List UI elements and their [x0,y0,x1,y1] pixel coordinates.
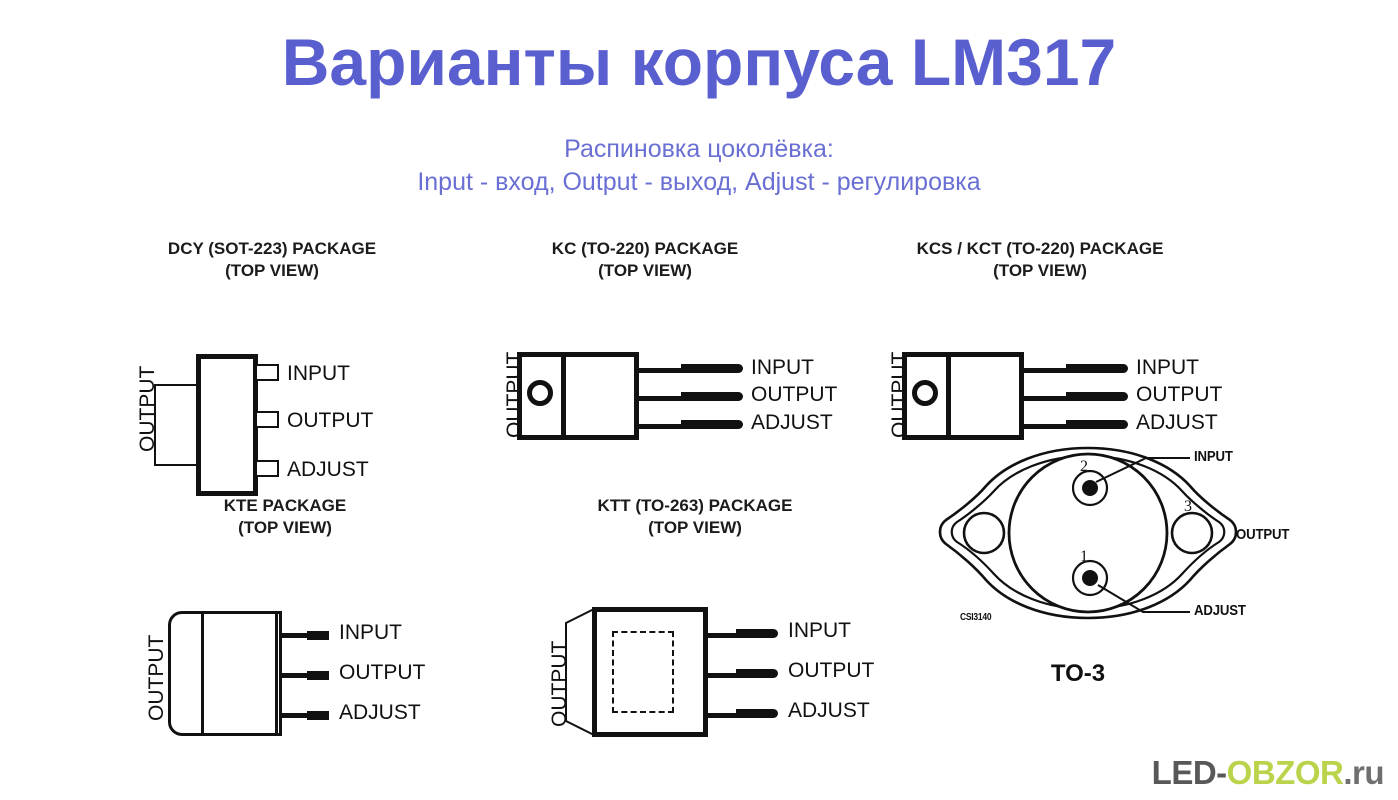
package-dcy-sot223: DCY (SOT-223) PACKAGE (TOP VIEW) OUTPUT … [92,238,452,496]
kcs-lead-2-inner [1024,395,1068,401]
to3-pin-3-number: 3 [1184,498,1192,515]
ktt-die-outline [612,630,674,713]
kcs-lead-1-inner [1024,367,1068,373]
kte-lead-2-outer [307,670,329,680]
kc-pin-1-label: INPUT [751,355,814,379]
kte-lead-1-outer [307,630,329,640]
to3-pin-1-number: 1 [1080,548,1088,565]
kc-pin-2-label: OUTPUT [751,382,838,406]
dcy-body [196,353,258,496]
ktt-lead-1-outer [736,628,778,638]
kcs-pin-3-label: ADJUST [1136,410,1218,434]
kcs-lead-2-outer [1066,391,1128,401]
kcs-pin-1-label: INPUT [1136,355,1199,379]
to3-drawing-code: CSI3140 [960,612,992,623]
package-kcs-title: KCS / KCT (TO-220) PACKAGE (TOP VIEW) [916,239,1164,280]
kcs-lead-1-outer [1066,363,1128,373]
to3-adjust-label: ADJUST [1194,602,1246,619]
kcs-lead-3-inner [1024,423,1068,429]
package-kte: KTE PACKAGE (TOP VIEW) OUTPUT INPUT OUTP… [105,495,465,736]
kcs-pin-2-label: OUTPUT [1136,382,1223,406]
package-dcy-title: DCY (SOT-223) PACKAGE (TOP VIEW) [167,239,377,280]
to3-pin-2-number: 2 [1080,458,1088,475]
kte-tab-label: OUTPUT [145,634,168,721]
kte-pin-3-label: ADJUST [339,700,421,724]
ktt-lead-3-outer [736,708,778,718]
dcy-pin-3 [255,459,279,477]
kte-pin-2-label: OUTPUT [339,660,426,684]
ktt-pin-1-label: INPUT [788,618,851,642]
dcy-pin-1-label: INPUT [287,361,350,385]
watermark-part-ru: .ru [1343,754,1384,791]
kte-body-edge [275,610,282,736]
kte-body [201,610,281,736]
ktt-lead-2-outer [736,668,778,678]
ktt-lead-2-inner [706,672,740,678]
kc-lead-2-inner [639,395,683,401]
ktt-pin-2-label: OUTPUT [788,658,875,682]
kc-lead-2-outer [681,391,743,401]
subtitle-pinout: Распиновка цоколёвка: [564,135,834,163]
watermark-part-obzor: OBZOR [1226,754,1344,791]
kte-lead-2-inner [281,672,309,678]
kte-lead-3-outer [307,710,329,720]
dcy-pin-2 [255,410,279,428]
site-watermark: LED-OBZOR.ru [1151,754,1385,792]
package-kte-title: KTE PACKAGE (TOP VIEW) [223,496,347,537]
kc-lead-1-inner [639,367,683,373]
ktt-body [592,606,708,737]
kcs-mounting-hole [912,379,938,406]
kc-lead-3-inner [639,423,683,429]
package-kcs-kct-to220: KCS / KCT (TO-220) PACKAGE (TOP VIEW) OU… [840,238,1240,440]
page-title: Варианты корпуса LM317 [281,25,1117,99]
ktt-lead-1-inner [706,632,740,638]
dcy-heatsink-tab [154,383,202,466]
kcs-divider-line [946,351,951,440]
watermark-part-led: LED- [1151,754,1228,791]
dcy-pin-1 [255,363,279,381]
package-ktt-to263: KTT (TO-263) PACKAGE (TOP VIEW) OUTPUT I… [500,495,890,737]
package-kc-title: KC (TO-220) PACKAGE (TOP VIEW) [551,239,739,280]
package-ktt-title: KTT (TO-263) PACKAGE (TOP VIEW) [597,496,793,537]
kte-pin-1-label: INPUT [339,620,402,644]
kc-pin-3-label: ADJUST [751,410,833,434]
to3-output-label: OUTPUT [1236,526,1290,543]
kte-lead-1-inner [281,632,309,638]
dcy-pin-3-label: ADJUST [287,457,369,481]
kc-divider-line [561,351,566,440]
kcs-lead-3-outer [1066,419,1128,429]
kc-lead-3-outer [681,419,743,429]
kte-lead-3-inner [281,712,309,718]
ktt-pin-3-label: ADJUST [788,698,870,722]
to3-outline-drawing [938,446,1238,620]
to3-input-label: INPUT [1194,448,1233,465]
package-kc-to220: KC (TO-220) PACKAGE (TOP VIEW) OUTPUT IN… [455,238,837,440]
kc-mounting-hole [527,379,553,406]
dcy-pin-2-label: OUTPUT [287,408,374,432]
to3-caption: TO-3 [1050,660,1106,687]
subtitle-legend: Input - вход, Output - выход, Adjust - р… [417,168,981,196]
kc-lead-1-outer [681,363,743,373]
ktt-lead-3-inner [706,712,740,718]
